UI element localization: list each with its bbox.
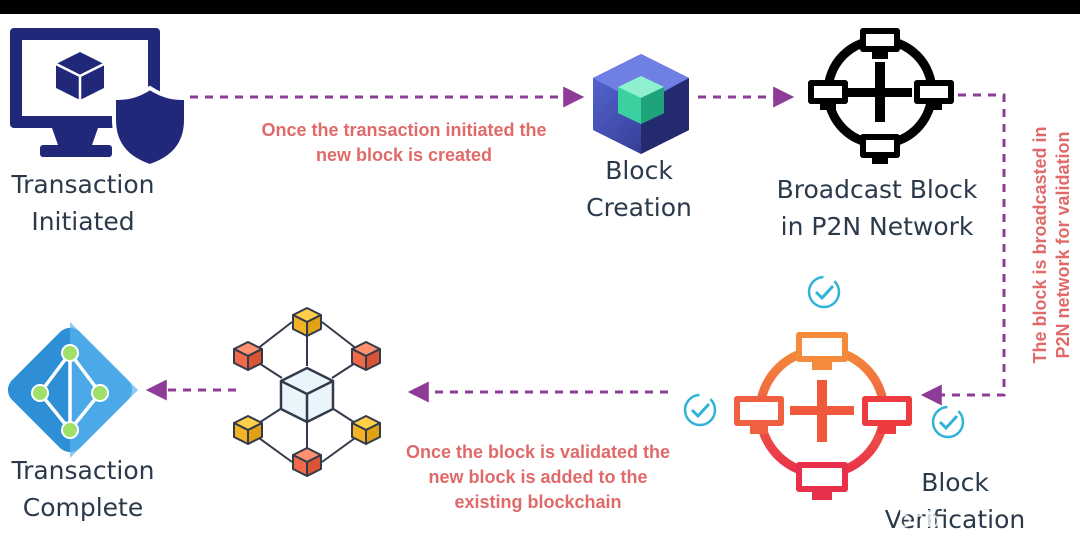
monitor-shield-icon [10, 28, 188, 169]
note-block-created: Once the transaction initiated the new b… [214, 118, 594, 168]
node-label-block-creation: Block Creation [566, 152, 712, 226]
small-cube-icon [292, 447, 322, 477]
node-label-transaction-initiated: Transaction Initiated [0, 166, 166, 240]
note-line: Once the block is validated the [405, 442, 671, 462]
node-label-line: Block [605, 156, 673, 185]
note-block-broadcasted: The block is broadcasted in P2N network … [1026, 102, 1078, 388]
check-icon [807, 275, 841, 309]
transaction-complete-icon [7, 322, 138, 458]
node-label-broadcast-block: Broadcast Block in P2N Network [760, 171, 994, 245]
small-cube-icon [351, 341, 381, 371]
watermark-text: bnb [898, 508, 940, 533]
note-line: new block is added to the [428, 467, 648, 487]
note-line: new block is created [315, 145, 493, 165]
node-label-line: in P2N Network [780, 212, 974, 241]
small-cube-icon [233, 341, 263, 371]
node-label-line: Block [921, 468, 989, 497]
node-label-line: Broadcast Block [776, 175, 978, 204]
top-bar [0, 0, 1080, 14]
node-label-line: Transaction [11, 170, 155, 199]
node-label-transaction-complete: Transaction Complete [0, 452, 166, 526]
small-cube-icon [351, 415, 381, 445]
blockchain-cubes-icon [247, 321, 367, 463]
verification-network-icon [734, 332, 912, 500]
note-line: P2N network for validation [1053, 131, 1073, 358]
node-label-line: Creation [586, 193, 692, 222]
watermark: bnb [898, 508, 940, 533]
note-line: existing blockchain [454, 492, 622, 512]
node-label-block-verification: Block Verification [866, 464, 1044, 538]
node-label-line: Verification [884, 505, 1026, 534]
note-line: Once the transaction initiated the [261, 120, 547, 140]
check-icon [683, 393, 717, 427]
check-icon [931, 405, 965, 439]
small-cube-icon [233, 415, 263, 445]
node-label-line: Complete [22, 493, 144, 522]
node-label-line: Initiated [31, 207, 135, 236]
note-line: The block is broadcasted in [1030, 126, 1050, 363]
block-creation-icon [593, 54, 689, 154]
note-block-validated: Once the block is validated the new bloc… [362, 440, 714, 515]
arrow-broadcast-to-verification [920, 93, 1006, 406]
broadcast-network-icon [808, 28, 954, 164]
small-cube-icon [292, 307, 322, 337]
node-label-line: Transaction [11, 456, 155, 485]
